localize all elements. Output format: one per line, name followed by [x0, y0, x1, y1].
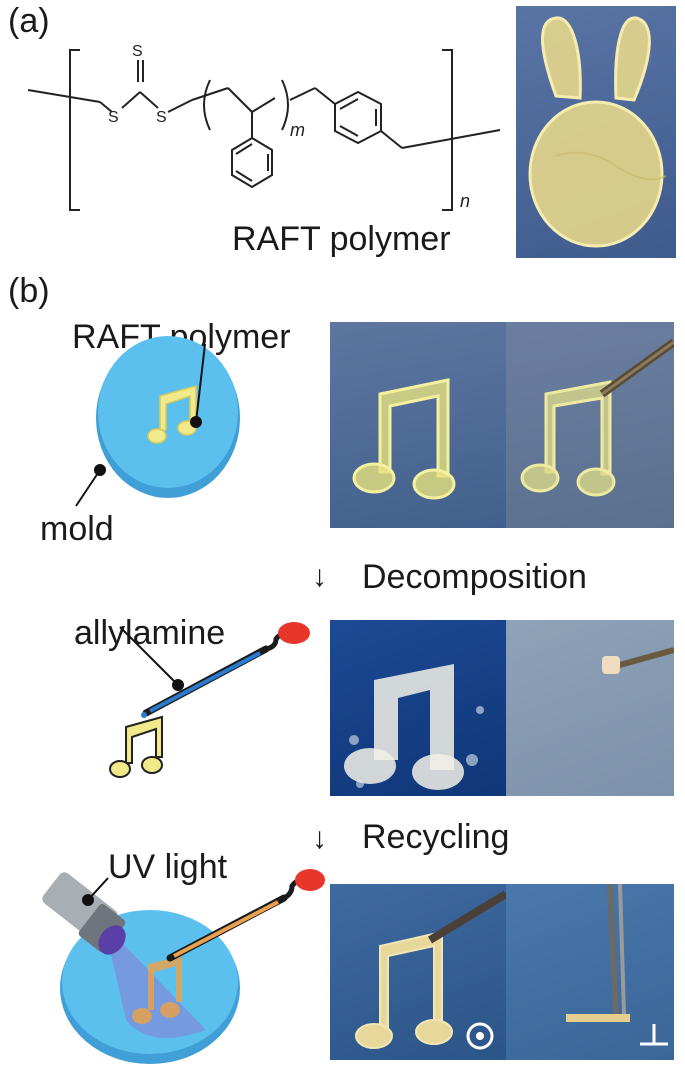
recycled-note-photo: [330, 884, 506, 1060]
raft-polymer-structure: S S S m n: [27, 43, 501, 211]
m-subscript: m: [290, 120, 305, 140]
decomposed-note-photo: [330, 620, 506, 796]
side-view-icon: [640, 1024, 668, 1046]
bunny-photo: [516, 6, 676, 258]
dropper-icon: [166, 869, 325, 962]
panel-a-label: (a): [8, 2, 50, 40]
n-subscript: n: [460, 191, 470, 211]
s-right: S: [156, 109, 167, 126]
residue-tweezer-photo: [506, 620, 674, 796]
uv-light-callout: UV light: [108, 848, 228, 886]
front-view-icon: [466, 1022, 494, 1050]
mold-callout: mold: [40, 510, 114, 548]
decomposition-arrow: ↓: [312, 560, 327, 593]
raft-polymer-caption: RAFT polymer: [232, 220, 451, 258]
music-note-icon: [109, 715, 163, 778]
recycling-arrow: ↓: [312, 822, 327, 855]
decomposition-label: Decomposition: [362, 558, 587, 596]
polymer-note-photo: [330, 322, 506, 528]
music-note-icon: [132, 956, 182, 1024]
allylamine-illustration: [109, 622, 310, 778]
uv-recycling-illustration: [42, 869, 325, 1064]
recycled-side-view-photo: [506, 884, 674, 1060]
dropper-icon: [142, 622, 310, 717]
mold-illustration: [75, 336, 240, 507]
s-left: S: [108, 109, 119, 126]
recycling-label: Recycling: [362, 818, 510, 856]
polymer-note-tweezer-photo: [506, 322, 674, 528]
allylamine-callout: allylamine: [74, 614, 226, 652]
thio-s-top: S: [132, 43, 143, 60]
flashlight-icon: [42, 872, 126, 955]
panel-b-label: (b): [8, 272, 50, 310]
